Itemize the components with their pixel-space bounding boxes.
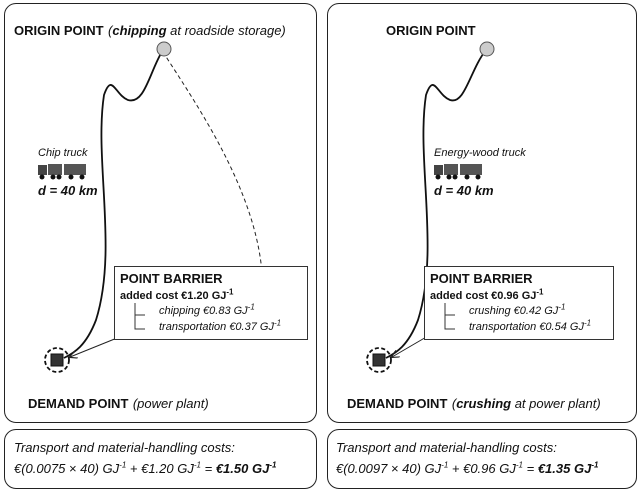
left-point-barrier-box: POINT BARRIER added cost €1.20 GJ-1 chip… (114, 266, 308, 340)
left-route-line (63, 49, 164, 359)
left-origin-title: ORIGIN POINT (14, 23, 104, 38)
right-demand-point (372, 353, 386, 367)
left-scenario-panel (4, 3, 317, 423)
right-demand-note: (crushing at power plant) (451, 396, 601, 411)
right-barrier-bracket (444, 303, 455, 330)
right-scenario-panel (327, 3, 637, 423)
right-barrier-item-crushing: crushing €0.42 GJ-1 (469, 302, 566, 317)
right-barrier-item-transportation: transportation €0.54 GJ-1 (469, 318, 592, 333)
right-origin-heading: ORIGIN POINT (386, 22, 476, 40)
left-origin-note: (chipping at roadside storage) (108, 23, 286, 38)
right-truck-icon (434, 164, 482, 180)
right-demand-title: DEMAND POINT (347, 396, 448, 411)
left-barrier-added-cost: added cost €1.20 GJ-1 (120, 287, 234, 302)
left-demand-title: DEMAND POINT (28, 396, 129, 411)
right-footer-heading: Transport and material-handling costs: (336, 440, 557, 455)
right-barrier-added-cost: added cost €0.96 GJ-1 (430, 287, 544, 302)
right-origin-point (479, 41, 495, 57)
right-origin-title: ORIGIN POINT (386, 23, 476, 38)
left-barrier-bracket (134, 303, 145, 330)
right-distance: d = 40 km (434, 183, 494, 198)
left-barrier-item-chipping: chipping €0.83 GJ-1 (159, 302, 255, 317)
right-footer-formula: €(0.0097 × 40) GJ-1 + €0.96 GJ-1 = €1.35… (336, 460, 599, 476)
left-distance: d = 40 km (38, 183, 98, 198)
left-demand-heading: DEMAND POINT (power plant) (28, 395, 209, 413)
left-barrier-arrow (70, 335, 123, 357)
left-origin-heading: ORIGIN POINT (chipping at roadside stora… (14, 22, 286, 40)
left-footer-formula: €(0.0075 × 40) GJ-1 + €1.20 GJ-1 = €1.50… (14, 460, 277, 476)
left-truck-label: Chip truck (38, 147, 88, 159)
left-barrier-title: POINT BARRIER (120, 271, 223, 286)
left-barrier-item-transportation: transportation €0.37 GJ-1 (159, 318, 282, 333)
right-demand-point-ring (366, 347, 392, 373)
right-demand-heading: DEMAND POINT (crushing at power plant) (347, 395, 601, 413)
left-demand-point (50, 353, 64, 367)
left-demand-note: (power plant) (132, 396, 209, 411)
right-barrier-title: POINT BARRIER (430, 271, 533, 286)
right-cost-summary-panel (327, 429, 637, 489)
left-truck-icon (38, 164, 86, 180)
right-truck-label: Energy-wood truck (434, 147, 526, 159)
right-route-line (385, 49, 487, 359)
right-footer-total: €1.35 GJ-1 (537, 460, 599, 476)
right-point-barrier-box: POINT BARRIER added cost €0.96 GJ-1 crus… (424, 266, 614, 340)
left-origin-point (156, 41, 172, 57)
left-demand-point-ring (44, 347, 70, 373)
right-barrier-arrow (392, 335, 429, 357)
left-footer-total: €1.50 GJ-1 (215, 460, 277, 476)
left-cost-summary-panel (4, 429, 317, 489)
left-footer-heading: Transport and material-handling costs: (14, 440, 235, 455)
